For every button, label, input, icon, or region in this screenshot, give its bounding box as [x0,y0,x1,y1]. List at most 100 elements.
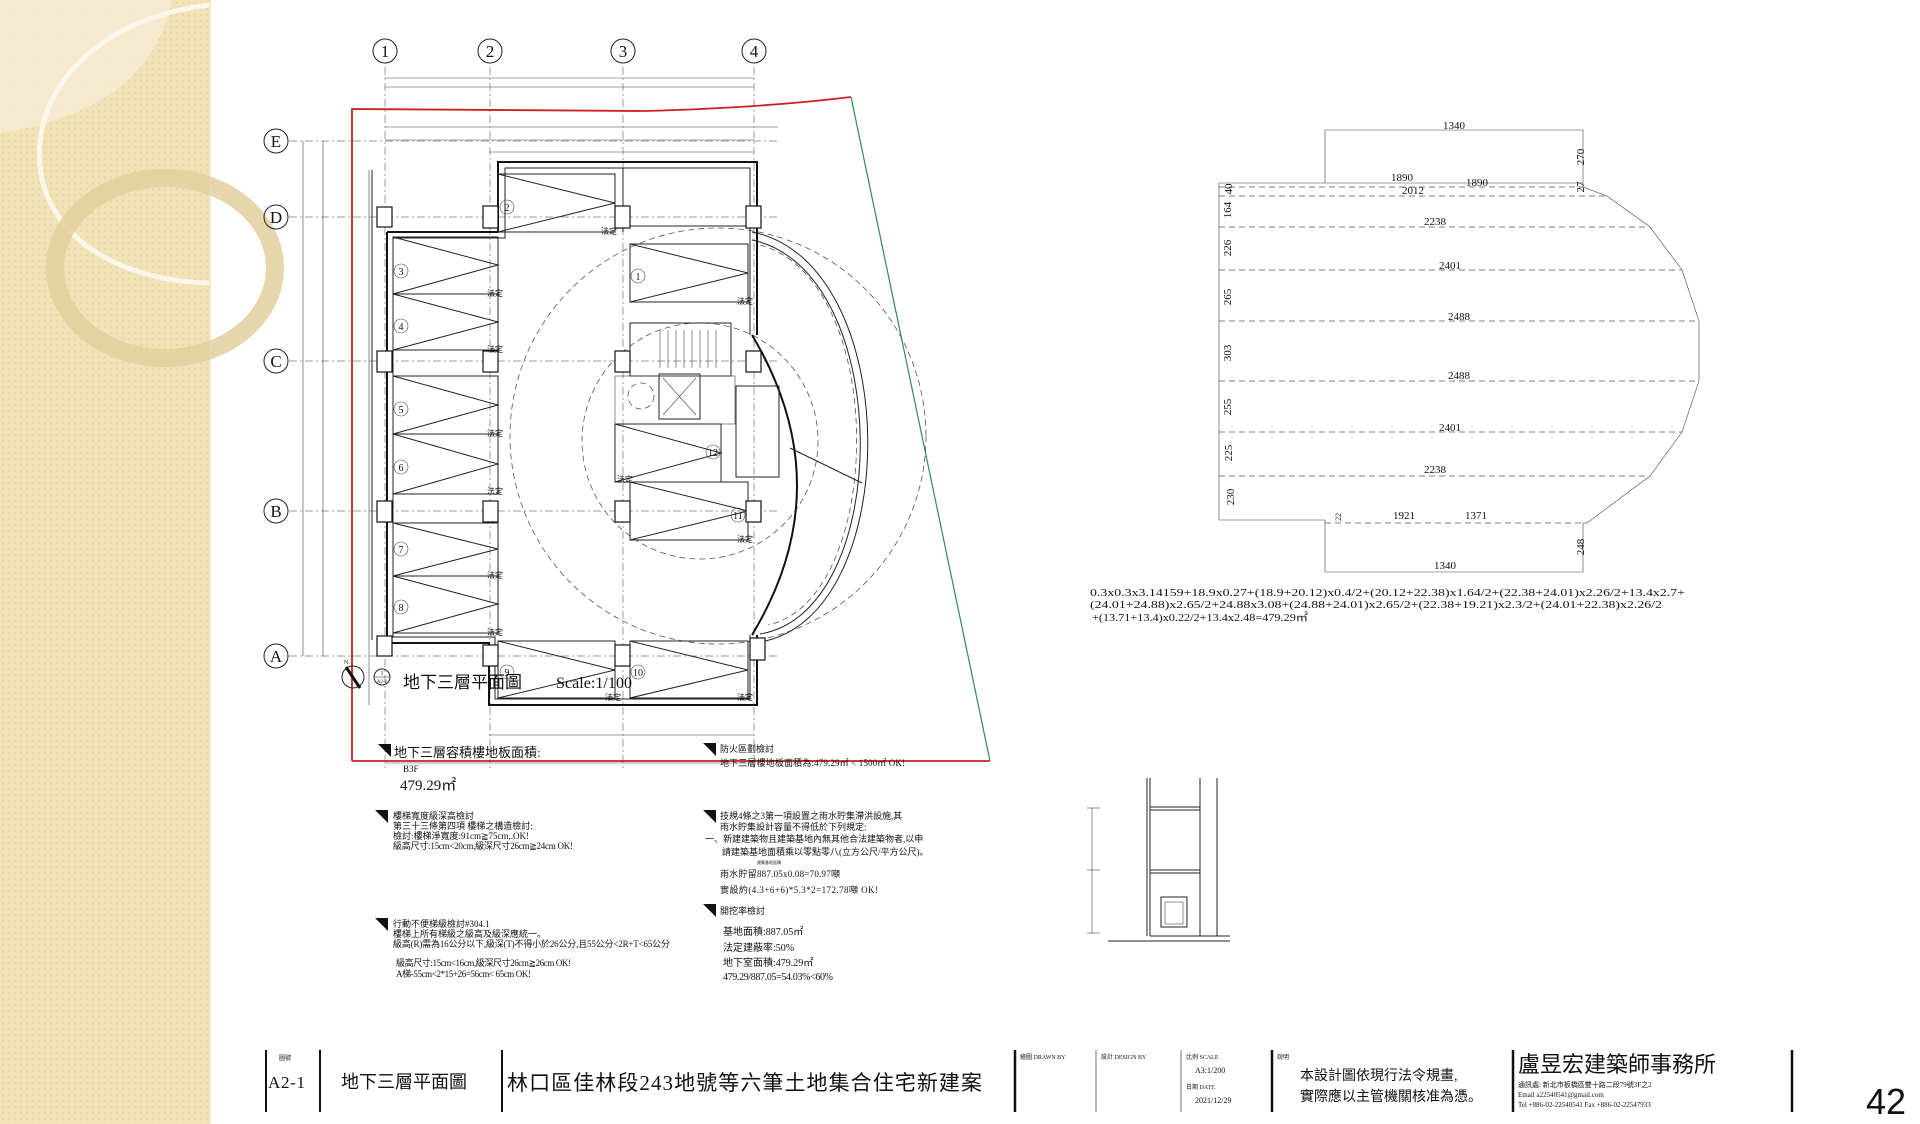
dim-label: 2238 [1424,216,1447,228]
scale-value: A3:1/200 [1195,1066,1225,1075]
stall-label: 3 [399,267,404,278]
note-line: 雨水貯留887.05x0.08=70.97噸 [720,868,840,879]
plan-scale: Scale:1/100 [556,675,632,692]
grid-row-label: A [270,647,283,666]
decorative-sidebar [0,0,284,1124]
legal-stall-label: 法定 [487,428,503,438]
note-marker-icon [703,904,716,917]
dim-label: 255 [1222,398,1234,415]
stall-label: 12 [708,448,718,459]
note-line: 一、新建建築物且建築基地內無其他合法建築物者,以申 [705,833,923,844]
note-line: 樓梯上所有梯級之級高及級深應統一。 [393,928,546,939]
note-line: B3F [403,764,419,774]
design-by-label: 設計 DESIGN BY [1101,1053,1147,1061]
dim-label: 2488 [1448,311,1471,323]
stall-label: 5 [399,405,404,416]
area-formula-line: 0.3x0.3x3.14159+18.9x0.27+(18.9+20.12)x0… [1090,587,1685,599]
title-block: 圖號 A2-1 地下三層平面圖 林口區佳林段243地號等六筆土地集合住宅新建案 … [265,1050,1906,1122]
note-title: 地下三層容積樓地板面積: [394,745,541,760]
dim-label: 225 [1223,444,1235,461]
legal-stall-label: 法定 [737,296,753,306]
dim-label: 2401 [1439,422,1461,434]
note-marker-icon [703,810,716,823]
dim-label: 2488 [1448,370,1471,382]
note-line: 級高尺寸:15cm<16cm,級深尺寸26cm≧26cm OK! [396,957,571,968]
elevator [658,373,701,420]
note-marker-icon [375,918,388,931]
legal-stall-label: 法定 [737,534,753,544]
road-line [850,96,991,762]
legal-stall-label: 法定 [487,570,503,580]
dim-label: 230 [1225,488,1237,505]
stall-label: 9 [505,668,510,679]
note-line: 請建築基地面積乘以零點零八(立方公尺/平方公尺)。 [722,846,929,857]
note-value: 479.29㎡ [400,777,456,794]
floor-plan-b3: 1 2 3 4 5 6 7 8 9 10 11 12 法定 法定 法定 法定 法… [263,38,991,770]
note-title: 行動不便梯級檢討#304.1 [393,918,490,929]
grid-row-label: C [270,352,281,371]
note-title: 技規4條之3第一項設置之雨水貯集滯洪設施,其 [720,810,902,821]
ref-number: 1 [381,671,384,677]
dim-label: 1371 [1465,510,1487,522]
firm-phone: Tel +886-02-22540541 Fax +886-02-2254793… [1518,1101,1651,1109]
stall-label: 1 [636,272,641,283]
note-line: 法定建蔽率:50% [723,941,794,954]
area-calculation-diagram: 1340 1890 1890 2012 2238 2401 2488 2488 … [1090,120,1700,624]
dim-label: 1890 [1466,177,1489,189]
grid-col-label: 3 [619,42,628,61]
legal-stall-label: 法定 [605,692,621,702]
note-line: 建築基地面積 [757,859,781,865]
note-title: 防火區劃檢討 [720,743,774,754]
note-marker-icon [703,743,716,756]
detail-elevation [1087,778,1230,942]
north-label: N [344,660,349,666]
scale-label: 比例 SCALE [1186,1053,1219,1061]
site-boundary-line [351,96,852,761]
dim-label: 1340 [1434,560,1457,572]
remarks-line: 本設計圖依現行法令規畫, [1300,1068,1458,1084]
note-line: 雨水貯集設計容量不得低於下列規定: [720,821,867,832]
note-line: 479.29/887.05=54.03%<60% [723,972,833,983]
note-title: 樓梯寬度級深高檢討 [393,810,474,821]
note-line: 實設約(4.3+6+6)*5.3*2=172.78噸 OK! [720,884,878,895]
stall-label: 2 [505,203,510,214]
dim-label: 1921 [1393,510,1415,522]
stall-label: 7 [399,545,404,556]
area-formula-line: +(13.71+13.4)x0.22/2+13.4x2.48=479.29㎡ [1092,611,1308,624]
dim-label: 164 [1222,201,1234,218]
dim-label: 2012 [1402,185,1424,197]
legal-stall-label: 法定 [617,474,633,484]
stall-label: 8 [399,603,404,614]
plan-caption: N 1 A2-1 地下三層平面圖 Scale:1/100 [341,660,632,692]
note-line: 級高(R)需為16公分以下,級深(T)不得小於26公分,且55公分<2R+T<6… [393,938,670,949]
stall-label: 10 [633,668,643,679]
grid-row-label: D [270,208,282,227]
note-line: A梯-55cm<2*15+26=56cm< 65cm OK! [396,968,531,979]
parking-stalls [392,173,749,699]
page-number: 42 [1866,1081,1906,1122]
legal-stall-label: 法定 [487,288,503,298]
grid-row-label: B [270,502,281,521]
dim-label: 2401 [1439,260,1461,272]
dim-label: 248 [1575,538,1587,555]
grid-row-label: E [271,132,281,151]
north-arrow-icon [341,665,365,689]
sheet-no-label: 圖號 [279,1054,291,1062]
note-title: 開挖率檢討 [720,905,765,916]
dim-label: 265 [1222,288,1234,305]
drawn-by-label: 繪圖 DRAWN BY [1020,1053,1066,1061]
ref-sheet: A2-1 [377,680,388,685]
note-line: 檢討:樓梯淨寬度:91cm≧75cm,.OK! [393,830,529,841]
remarks-label: 說明 [1277,1053,1289,1061]
remarks-line: 實際應以主管機關核准為憑。 [1300,1088,1482,1105]
dim-label: 303 [1222,344,1234,361]
drawing-title: 地下三層平面圖 [341,1072,467,1092]
note-line: 地下室面積:479.29㎡ [723,956,813,969]
dim-label: 22 [1334,513,1343,521]
plan-title: 地下三層平面圖 [403,673,522,692]
note-line: 基地面積:887.05㎡ [723,925,803,938]
date-label: 日期 DATE [1186,1083,1215,1091]
firm-email: Email a22540541@gmail.com [1518,1091,1604,1099]
legal-stall-label: 法定 [487,486,503,496]
